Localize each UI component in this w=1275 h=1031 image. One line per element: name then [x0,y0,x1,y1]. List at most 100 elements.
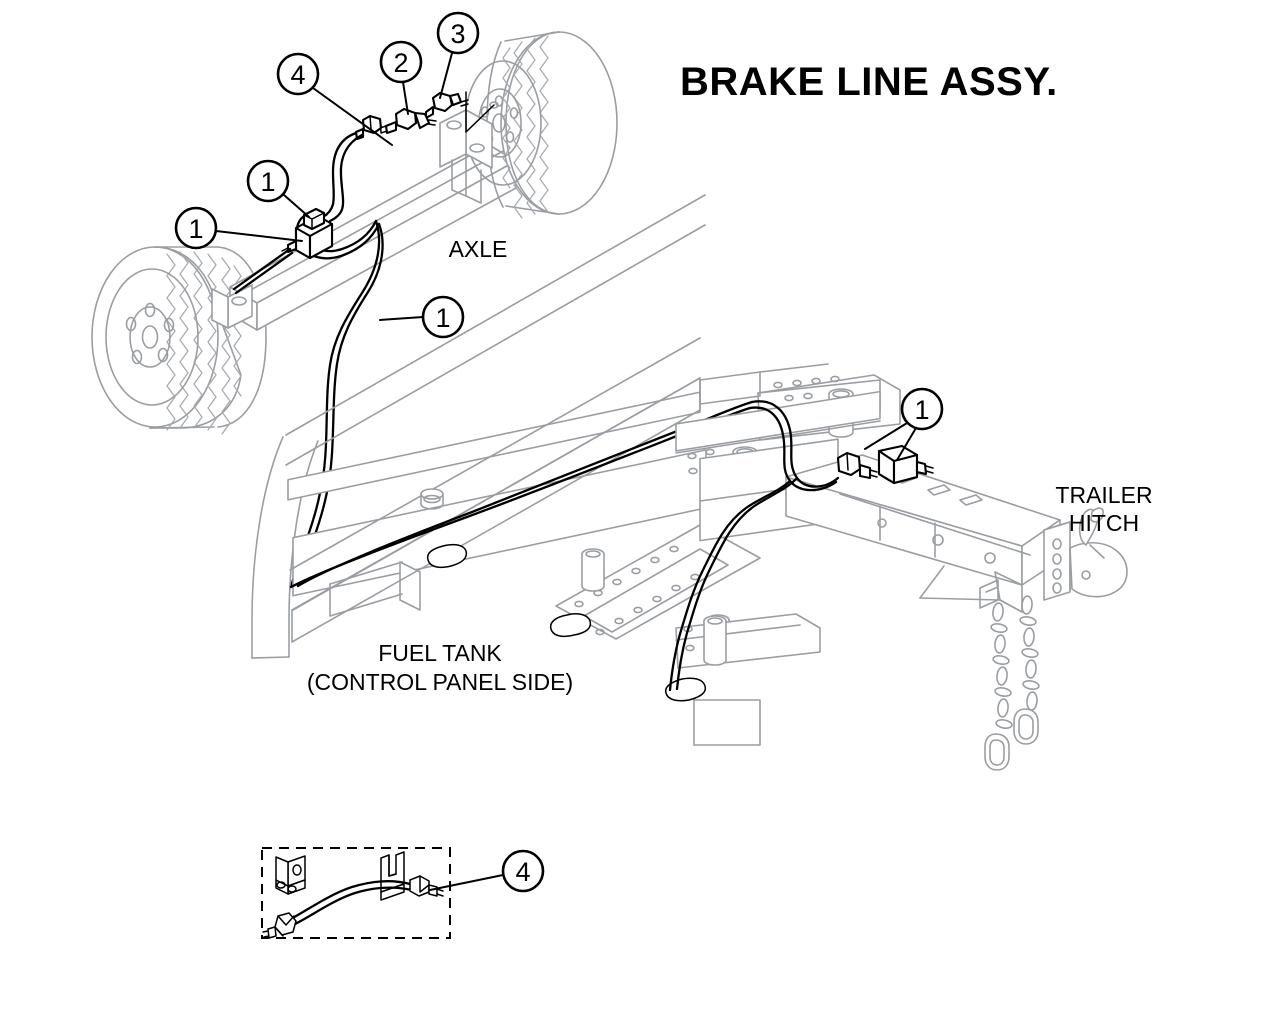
tank-edge-2 [285,224,706,466]
callout-4-top[interactable]: 4 [276,52,393,146]
tank-support-rail-2 [329,593,403,617]
hose-clamp-2 [549,613,592,638]
left-wheel [91,246,267,435]
deck-post-left [581,548,605,592]
coupler-mount-plate [1043,521,1071,601]
callout-1-hitch[interactable]: 1 [864,387,944,461]
hose-clamp-3 [664,677,707,702]
callout-2-number: 2 [393,48,408,78]
detail-box-outline [261,847,451,939]
callout-1-axle-leader [215,230,303,242]
hitch-clamp-block [877,444,934,485]
callout-3-number: 3 [450,19,465,49]
u-clip [380,851,405,901]
callout-1-line[interactable]: 1 [379,295,465,339]
ball-coupler [1069,507,1128,598]
callout-3[interactable]: 3 [436,11,480,99]
hitch-tongue-beam [785,454,1061,613]
callout-1-hitch-leader-a [864,422,908,450]
detail-hose-nut-left [262,912,297,939]
detail-hose-b [291,886,414,927]
brake-line-descending-b [289,219,381,589]
callout-4-detail-number: 4 [515,857,530,887]
label-trailer-hitch-line2: HITCH [1069,510,1139,536]
fitting-2-elbow [379,107,437,135]
callout-3-circle[interactable] [436,11,480,55]
tank-edge-3 [289,337,701,571]
tank-edge-top [285,194,706,436]
right-wheel [464,31,618,219]
brake-hose-hitch-branch-b [675,476,799,691]
detail-box-part-4 [261,847,451,939]
fender-bottom [251,656,290,659]
callout-1-axle-number: 1 [188,214,203,244]
left-spindle-bracket [211,284,253,329]
brake-hose-hitch-a [750,400,840,488]
callout-2[interactable]: 2 [379,40,423,115]
hitch-post-lower [703,615,727,666]
safety-chain-left [984,602,1013,771]
callout-4-top-circle[interactable] [276,52,320,96]
callout-1-line-number: 1 [435,303,450,333]
label-axle: AXLE [449,236,508,262]
callout-1-axle[interactable]: 1 [174,206,303,250]
l-bracket [275,855,306,895]
deck-bolt-holes-center [574,545,700,636]
callout-2-leader [402,81,409,115]
callout-1-clamp-number: 1 [260,167,275,197]
callout-1-line-circle[interactable] [421,295,465,339]
callout-4-top-leader [312,87,393,146]
hitch-hex-fitting [836,451,878,480]
chain-bracket-left-slot [985,586,999,593]
detail-hose-a [287,880,412,922]
frame-bottom-rail [291,377,701,643]
detail-hose-nut-right [409,875,444,897]
page-title: BRAKE LINE ASSY. [680,60,1058,104]
brake-hose-hitch-branch-a [668,479,792,692]
brake-hose-axle-upper-b [328,133,364,223]
callout-4-detail-leader [429,874,504,891]
label-fuel-tank-line1: FUEL TANK [378,640,502,666]
hitch-deck-holes-back [773,375,840,402]
callout-1-line-leader [379,316,424,321]
fender-outer [251,436,284,659]
frame-right-edge [693,699,761,746]
trailer-hitch-assembly [668,363,1128,771]
callout-1-clamp[interactable]: 1 [246,159,310,218]
right-spindle-bracket [439,109,493,204]
axle-assembly [91,31,618,589]
callout-3-leader [439,52,453,99]
callout-2-circle[interactable] [379,40,423,84]
tank-support-leg [399,561,421,611]
hitch-deck-plate-lower [675,613,821,669]
chain-bracket-left [979,579,999,609]
fuel-tank-top [287,391,701,501]
callout-balloons: 4 2 3 1 1 1 [174,11,944,893]
fuel-cap [420,488,444,510]
callout-1-clamp-leader [283,194,310,218]
fitting-3-hex [424,91,469,120]
part-labels: AXLE FUEL TANK (CONTROL PANEL SIDE) TRAI… [307,236,1153,695]
label-fuel-tank-line2: (CONTROL PANEL SIDE) [307,669,573,695]
brake-line-to-left-wheel-b [234,251,294,295]
callout-1-hitch-leader-b [896,427,917,461]
callout-1-hitch-number: 1 [914,395,929,425]
brake-line-descending-a [296,222,384,588]
frame-and-fuel-tank-assembly [251,194,761,746]
brake-hose-hitch-b [748,406,838,492]
label-trailer-hitch-line1: TRAILER [1055,482,1152,508]
brake-hose-axle-upper [321,131,358,219]
tank-support-rail [329,561,403,585]
callout-4-detail[interactable]: 4 [429,849,545,893]
callout-1-axle-circle[interactable] [174,206,218,250]
callout-4-top-number: 4 [290,60,305,90]
callout-4-detail-circle[interactable] [501,849,545,893]
callout-1-clamp-circle[interactable] [246,159,290,203]
fender-inner [288,440,319,658]
callout-1-hitch-circle[interactable] [900,387,944,431]
hose-clamp-1 [426,543,468,569]
deck-plate-center [555,524,761,640]
safety-chain-right [1013,595,1040,745]
